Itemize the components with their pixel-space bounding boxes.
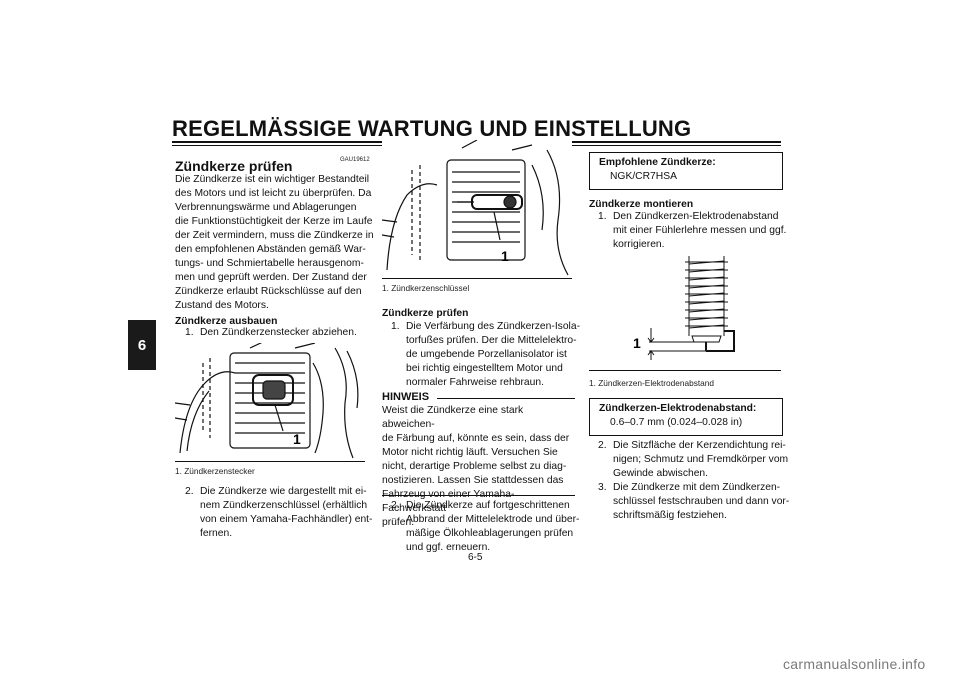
- note-rule-bottom: [382, 495, 575, 496]
- page-title: REGELMÄSSIGE WARTUNG UND EINSTELLUNG: [172, 116, 692, 141]
- spec-value: NGK/CR7HSA: [610, 171, 677, 182]
- figure-callout: 1: [293, 431, 301, 447]
- step-2-remove: 2. Die Zündkerze wie dargestellt mit ei-…: [185, 486, 373, 539]
- figure-callout: 1: [633, 335, 641, 351]
- intro-paragraph: Die Zündkerze ist ein wichtiger Bestandt…: [175, 174, 374, 311]
- section-code: GAU19612: [340, 157, 370, 163]
- spec-box-gap: Zündkerzen-Elektrodenabstand: 0.6–0.7 mm…: [589, 398, 783, 436]
- figure-caption: 1. Zündkerzenstecker: [175, 466, 255, 476]
- subheading-remove: Zündkerze ausbauen: [175, 316, 278, 327]
- figure-electrode-gap: 1: [589, 256, 781, 371]
- step-2-install: 2. Die Sitzfläche der Kerzendichtung rei…: [598, 440, 789, 479]
- watermark: carmanualsonline.info: [783, 656, 926, 672]
- step-1-remove: 1.Den Zündkerzenstecker abziehen.: [185, 327, 357, 338]
- figure-caption: 1. Zündkerzenschlüssel: [382, 283, 470, 293]
- subheading-check: Zündkerze prüfen: [382, 308, 469, 319]
- figure-spark-plug-wrench: 1: [382, 140, 572, 279]
- section-heading: Zündkerze prüfen: [175, 158, 293, 174]
- wrench-illustration: 1: [382, 140, 569, 276]
- spec-title: Empfohlene Zündkerze:: [599, 157, 716, 168]
- spark-plug-illustration: 1: [633, 256, 735, 360]
- note-rule-top: [437, 398, 575, 399]
- note-text: Weist die Zündkerze eine stark abweichen…: [382, 405, 570, 528]
- spec-value: 0.6–0.7 mm (0.024–0.028 in): [610, 417, 743, 428]
- figure-spark-plug-cap: 1: [175, 343, 365, 462]
- step-1-check: 1. Die Verfärbung des Zündkerzen-Isola-t…: [391, 321, 580, 388]
- spec-box-plug: Empfohlene Zündkerze: NGK/CR7HSA: [589, 152, 783, 190]
- page-number: 6-5: [468, 552, 483, 563]
- engine-illustration: 1: [175, 343, 359, 459]
- figure-callout: 1: [501, 248, 509, 264]
- spec-title: Zündkerzen-Elektrodenabstand:: [599, 403, 757, 414]
- chapter-tab: 6: [128, 320, 156, 370]
- step-3-install: 3. Die Zündkerze mit dem Zündkerzen-schl…: [598, 482, 790, 521]
- figure-caption: 1. Zündkerzen-Elektrodenabstand: [589, 378, 714, 388]
- note-title: HINWEIS: [382, 391, 430, 403]
- subheading-install: Zündkerze montieren: [589, 199, 694, 210]
